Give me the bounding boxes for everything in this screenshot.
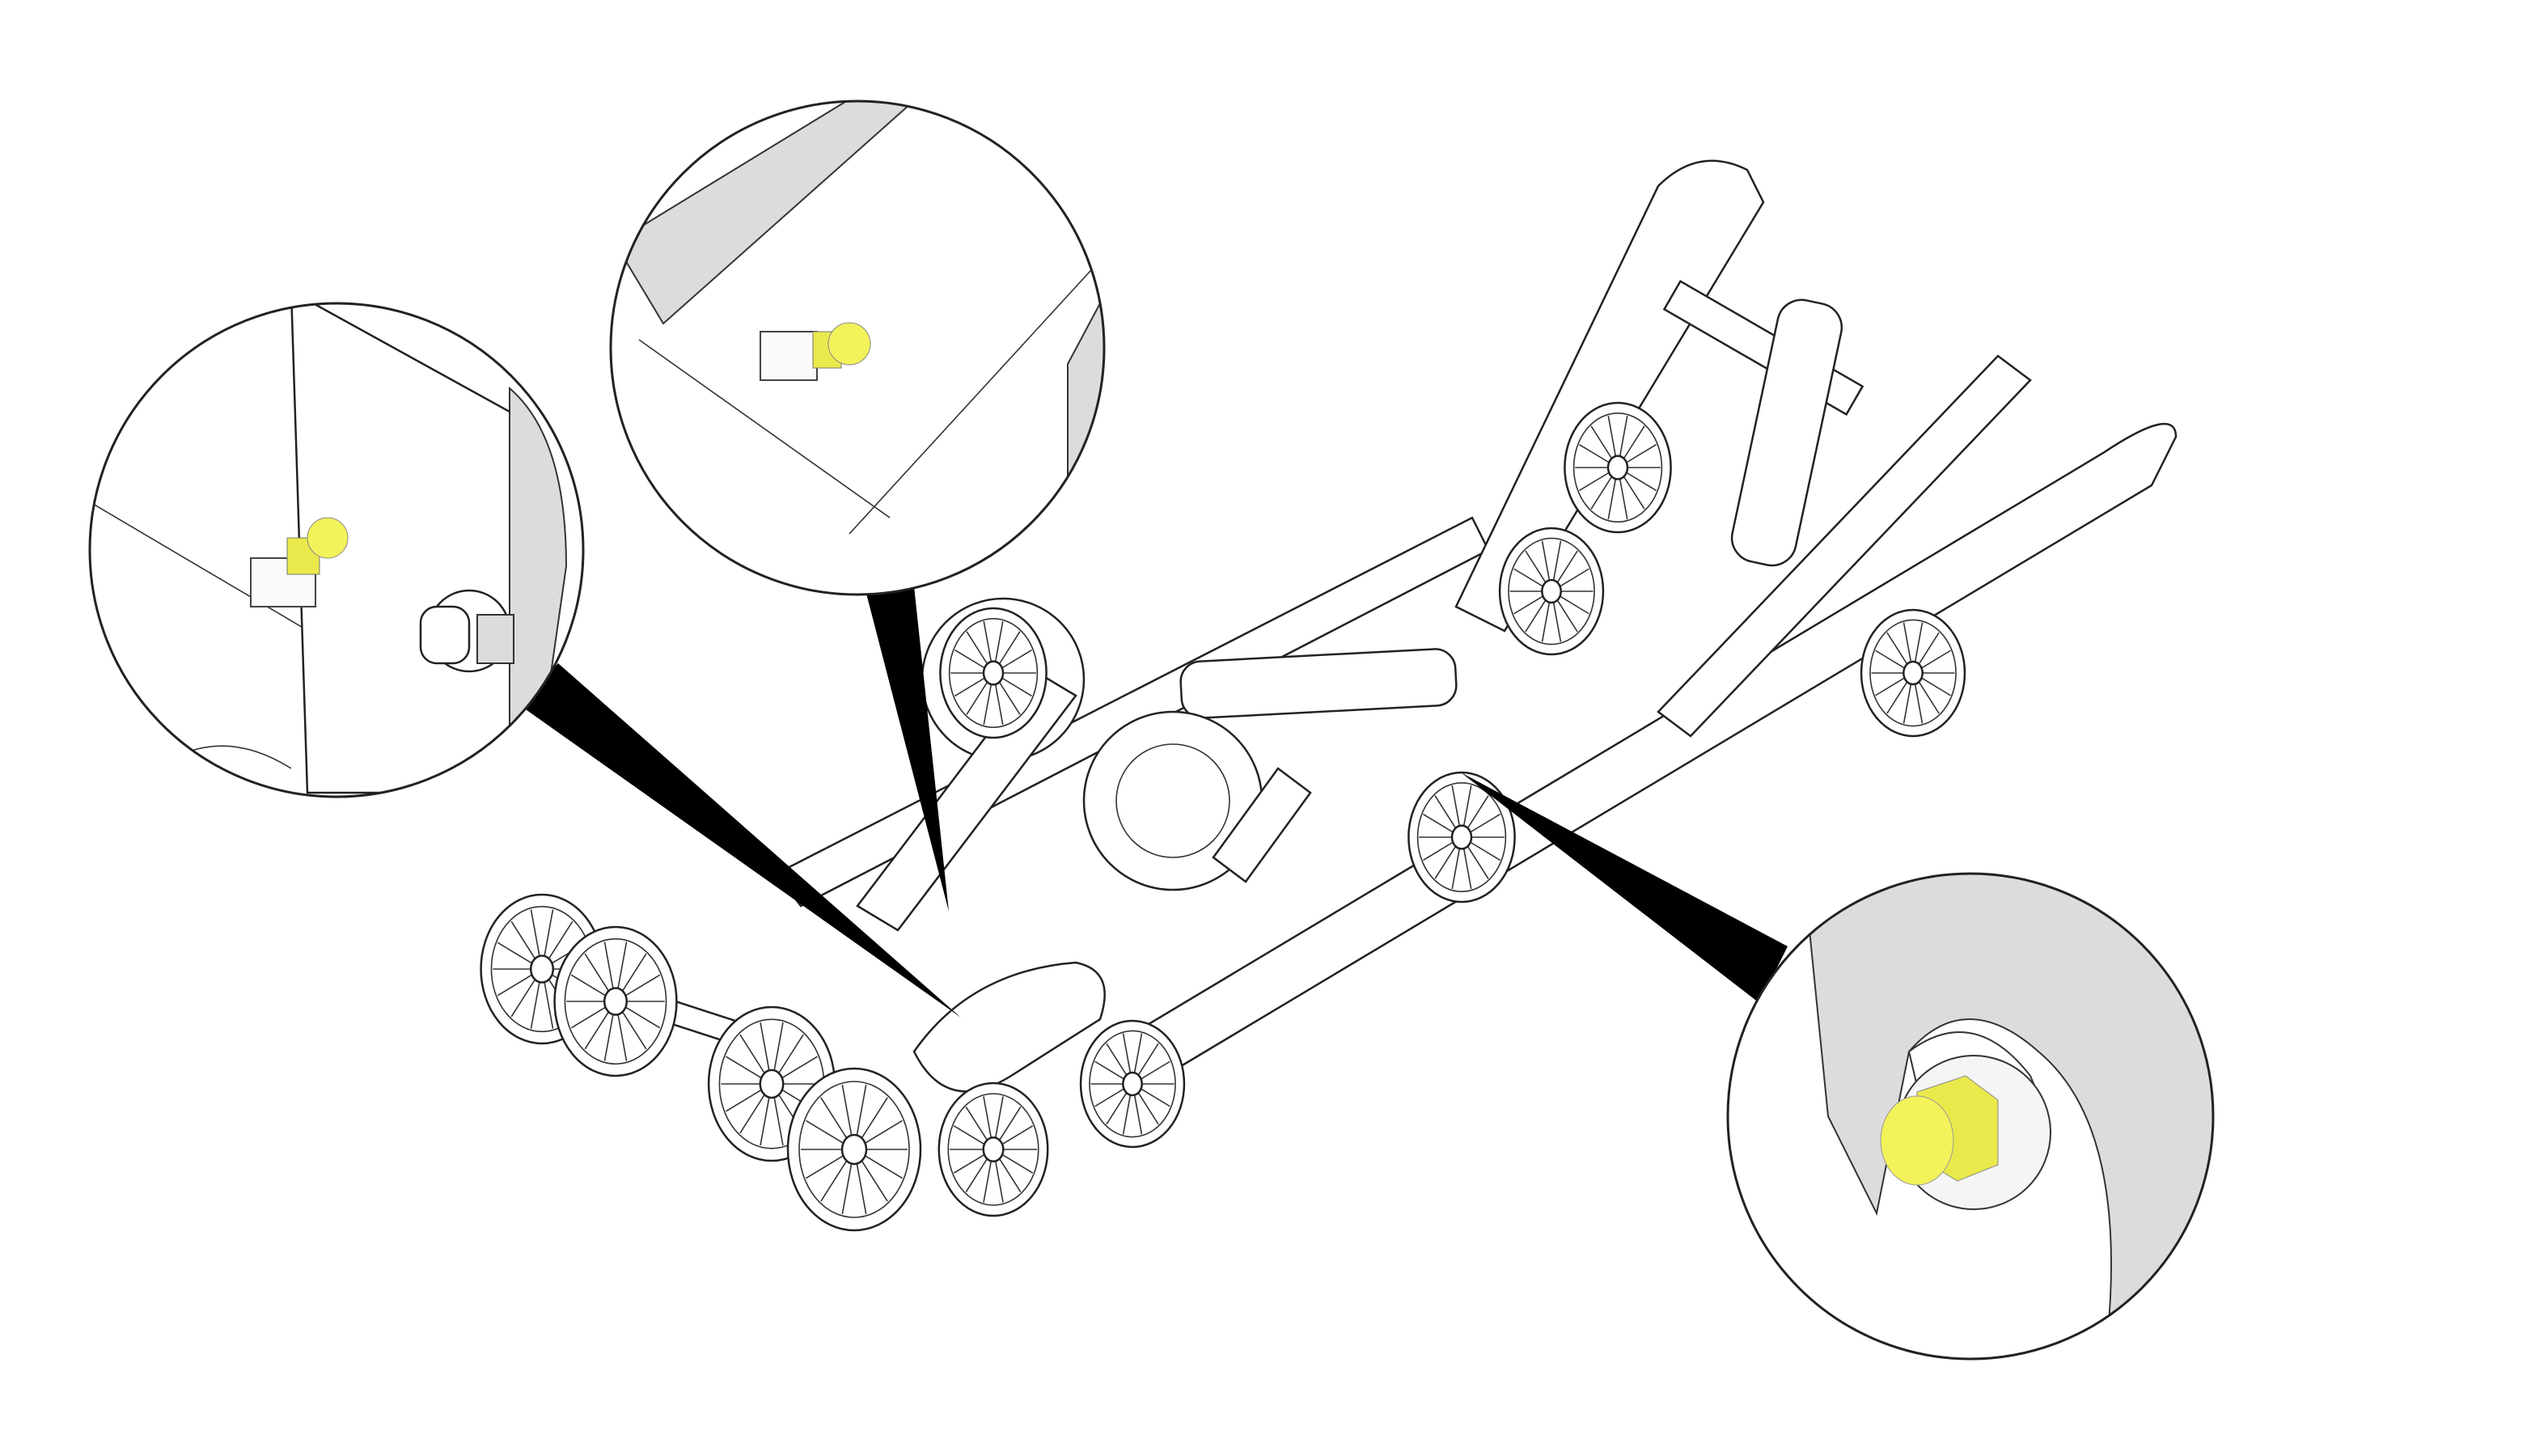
rear-shock (1730, 298, 1843, 567)
leader-left (518, 663, 961, 1018)
idler-wheel (1860, 608, 1966, 738)
detail-top (609, 99, 1106, 596)
idler-wheel (1079, 1019, 1186, 1149)
rear-arm (1454, 159, 1765, 633)
detail-right (1726, 872, 2215, 1361)
leader-right (1461, 772, 1788, 1003)
idler-wheel (1564, 401, 1672, 534)
rear-arm-2 (1657, 354, 2032, 738)
front-arm-bracket (912, 961, 1106, 1093)
front-arm (856, 670, 1077, 932)
detail-left (88, 302, 585, 798)
idler-wheel (1498, 527, 1605, 656)
front-shock (1179, 648, 1458, 719)
idler-wheel (1407, 771, 1516, 904)
suspension-assembly (480, 159, 2178, 1232)
idler-wheel (939, 607, 1048, 739)
idler-wheel (786, 1067, 922, 1232)
leader-top (866, 586, 949, 912)
spring-cup-inner (1115, 743, 1230, 858)
idler-wheel (938, 1081, 1049, 1217)
idler-wheel (553, 925, 678, 1077)
right-rail (1114, 422, 2178, 1077)
linkage (1212, 767, 1312, 883)
